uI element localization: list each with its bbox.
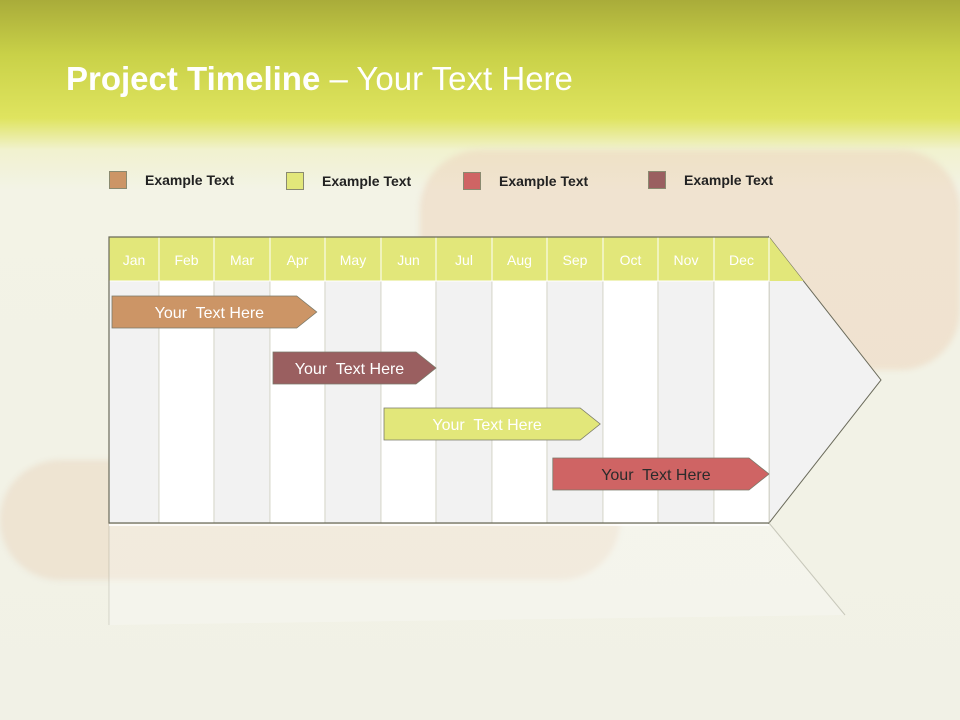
timeline-bar: [111, 295, 318, 329]
reflection-edge: [768, 522, 846, 616]
timeline-bar-label: Your Text Here: [295, 361, 405, 378]
month-column: [380, 280, 437, 524]
month-label: Jul: [455, 252, 473, 268]
timeline-bar: [552, 457, 770, 491]
title-bold: Project Timeline: [66, 60, 321, 97]
month-header-cell: [491, 236, 548, 282]
timeline-bar-label: Your Text Here: [432, 417, 542, 434]
month-header-cell: [158, 236, 215, 282]
legend-label: Example Text: [145, 172, 235, 188]
legend-label: Example Text: [322, 173, 412, 189]
title-rest: – Your Text Here: [320, 60, 573, 97]
month-label: May: [340, 252, 366, 268]
timeline-arrow-header: [769, 237, 804, 281]
month-header-cell: [435, 236, 493, 282]
legend-swatch: [648, 171, 666, 189]
month-column: [491, 280, 548, 524]
month-header-cell: [602, 236, 659, 282]
month-label: Jun: [397, 252, 420, 268]
month-label: Apr: [287, 252, 309, 268]
legend-swatch: [109, 171, 127, 189]
month-label: Jan: [123, 252, 146, 268]
month-label: Mar: [230, 252, 254, 268]
month-label: Dec: [729, 252, 754, 268]
month-header-cell: [546, 236, 604, 282]
timeline-bar-label: Your Text Here: [601, 467, 711, 484]
month-column: [324, 280, 382, 524]
timeline-bar: [272, 351, 437, 385]
legend-swatch: [286, 172, 304, 190]
legend-label: Example Text: [499, 173, 589, 189]
legend-swatch: [463, 172, 481, 190]
month-label: Nov: [674, 252, 699, 268]
timeline-border: [108, 236, 769, 524]
month-label: Oct: [620, 252, 642, 268]
timeline-reflection: [109, 523, 845, 625]
slide-title: Project Timeline – Your Text Here: [66, 60, 573, 98]
timeline-bar-label: Your Text Here: [155, 305, 265, 322]
month-label: Feb: [174, 252, 198, 268]
month-header-cell: [657, 236, 715, 282]
month-header-cell: [713, 236, 770, 282]
month-label: Aug: [507, 252, 532, 268]
month-label: Sep: [563, 252, 588, 268]
month-column: [435, 280, 493, 524]
legend-label: Example Text: [684, 172, 774, 188]
month-header-cell: [380, 236, 437, 282]
timeline-bar: [383, 407, 601, 441]
